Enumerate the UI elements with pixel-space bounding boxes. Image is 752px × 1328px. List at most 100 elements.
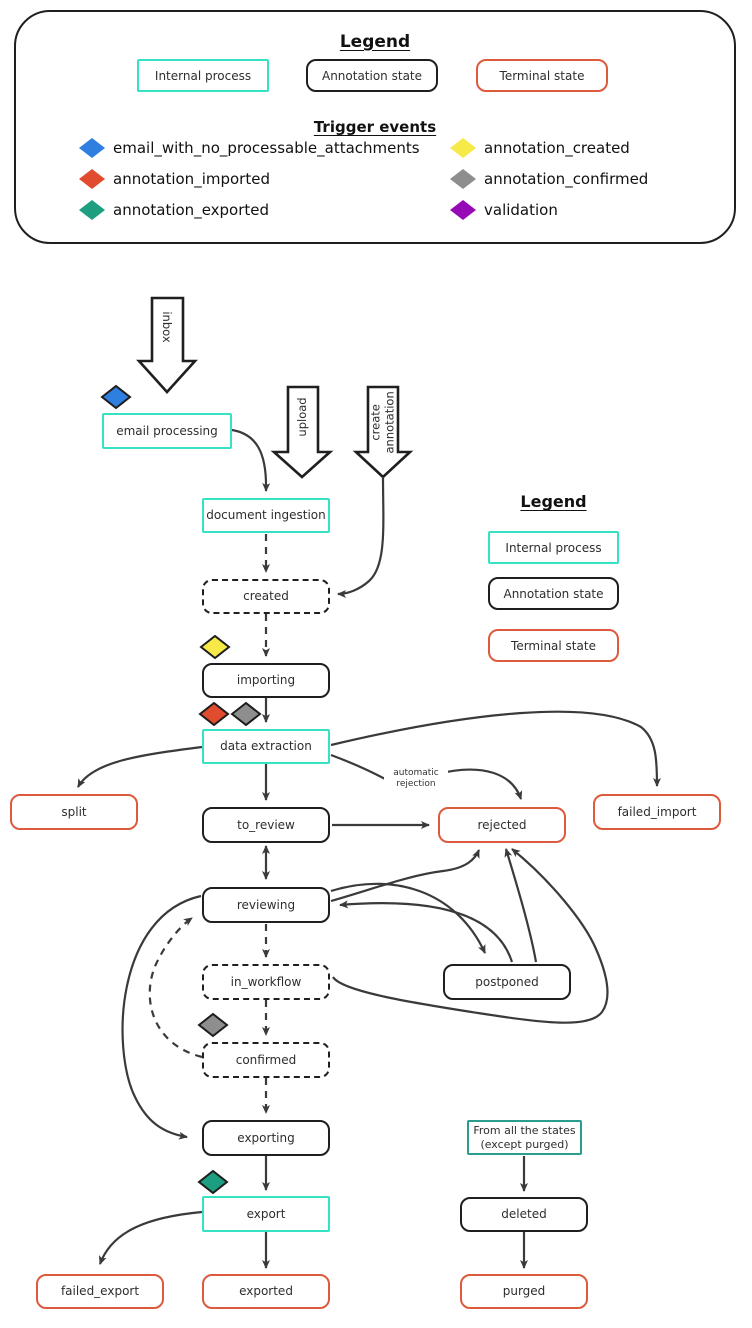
- node-label: created: [243, 589, 289, 603]
- annotation-created-diamond: [199, 634, 231, 660]
- inbox-block-arrow: [136, 296, 198, 394]
- edge-postponed-to-reviewing: [339, 900, 514, 963]
- node-label-line1: From all the states: [473, 1123, 576, 1137]
- legend2-terminal-state: Terminal state: [488, 629, 619, 662]
- node-postponed: postponed: [443, 964, 571, 1000]
- node-label: rejected: [477, 817, 527, 832]
- node-failed-export: failed_export: [36, 1274, 164, 1309]
- create-annotation-block-arrow: [352, 385, 414, 479]
- node-rejected: rejected: [438, 807, 566, 843]
- legend-internal-process: Internal process: [137, 59, 269, 92]
- edge-label-line1: automatic: [393, 768, 439, 778]
- trigger-label: validation: [484, 201, 558, 219]
- trigger-label: annotation_confirmed: [484, 170, 649, 188]
- node-email-processing: email processing: [102, 413, 232, 449]
- upload-block-arrow: [270, 385, 334, 479]
- legend-annotation-state: Annotation state: [306, 59, 438, 92]
- node-label-line2: (except purged): [480, 1137, 569, 1151]
- trigger-row-exported: annotation_exported: [77, 198, 269, 222]
- legend-annotation-state-label: Annotation state: [321, 68, 423, 83]
- trigger-label: email_with_no_processable_attachments: [113, 139, 420, 157]
- node-label: document ingestion: [206, 508, 326, 522]
- annotation-imported-diamond: [198, 701, 230, 727]
- blue-diamond-icon: [79, 138, 105, 158]
- email-trigger-diamond: [100, 384, 132, 410]
- edge-email-processing-to-document-ingestion: [231, 428, 271, 492]
- edge-data-extraction-to-split: [77, 745, 203, 788]
- trigger-label: annotation_exported: [113, 201, 270, 219]
- edge-label-line2: rejection: [396, 778, 436, 789]
- teal-diamond-icon: [79, 200, 105, 220]
- node-data-extraction: data extraction: [202, 729, 330, 764]
- upload-arrow-label: upload: [295, 397, 309, 437]
- node-label: failed_export: [60, 1284, 140, 1298]
- legend2-internal-process: Internal process: [488, 531, 619, 564]
- node-label: purged: [502, 1284, 546, 1298]
- node-label: reviewing: [236, 897, 296, 912]
- edge-confirmed-to-reviewing: [148, 917, 203, 1059]
- legend-terminal-state-label: Terminal state: [499, 68, 585, 83]
- trigger-row-created: annotation_created: [448, 136, 630, 160]
- legend-title: Legend: [339, 32, 411, 52]
- node-label: importing: [236, 673, 296, 687]
- automatic-rejection-label: automatic rejection: [384, 768, 448, 790]
- edge-reviewing-to-rejected: [330, 849, 481, 903]
- node-label: split: [61, 804, 87, 819]
- red-diamond-icon: [79, 169, 105, 189]
- trigger-label: annotation_imported: [113, 170, 270, 188]
- trigger-row-confirmed: annotation_confirmed: [448, 167, 648, 191]
- node-label: data extraction: [220, 739, 312, 753]
- edge-in-workflow-to-rejected-loop: [332, 848, 609, 1024]
- node-exporting: exporting: [202, 1120, 330, 1156]
- edge-data-extraction-to-failed-import: [330, 710, 661, 787]
- edge-postponed-to-rejected: [504, 848, 538, 963]
- node-label: export: [246, 1206, 286, 1221]
- annotation-confirmed-diamond-top: [230, 701, 262, 727]
- inbox-arrow-label: inbox: [160, 311, 174, 343]
- edge-reviewing-to-postponed: [330, 882, 486, 954]
- legend2-annotation-label: Annotation state: [503, 586, 604, 601]
- trigger-label: annotation_created: [484, 139, 630, 157]
- node-label: deleted: [501, 1207, 547, 1221]
- edge-reviewing-to-exporting: [121, 894, 202, 1140]
- trigger-row-email: email_with_no_processable_attachments: [77, 136, 420, 160]
- legend2-terminal-label: Terminal state: [511, 638, 596, 653]
- create-annotation-arrow-label: create annotation: [368, 391, 397, 454]
- node-reviewing: reviewing: [202, 887, 330, 923]
- yellow-diamond-icon: [450, 138, 476, 158]
- legend2-title: Legend: [520, 492, 587, 511]
- node-confirmed: confirmed: [202, 1042, 330, 1078]
- trigger-row-validation: validation: [448, 198, 558, 222]
- trigger-row-imported: annotation_imported: [77, 167, 270, 191]
- node-split: split: [10, 794, 138, 830]
- node-label: postponed: [475, 974, 539, 989]
- node-purged: purged: [460, 1274, 588, 1309]
- legend-card: Legend Internal process Annotation state…: [14, 10, 736, 244]
- node-deleted: deleted: [460, 1197, 588, 1232]
- purple-diamond-icon: [450, 200, 476, 220]
- node-to-review: to_review: [202, 807, 330, 843]
- node-document-ingestion: document ingestion: [202, 498, 330, 533]
- trigger-events-title: Trigger events: [313, 118, 437, 136]
- legend2-internal-label: Internal process: [505, 540, 602, 555]
- edge-data-extraction-to-rejected-b: [436, 768, 523, 800]
- node-importing: importing: [202, 663, 330, 698]
- annotation-confirmed-diamond: [197, 1012, 229, 1038]
- node-in-workflow: in_workflow: [202, 964, 330, 1000]
- node-created: created: [202, 579, 330, 614]
- legend-internal-process-label: Internal process: [154, 68, 252, 83]
- legend-terminal-state: Terminal state: [476, 59, 608, 92]
- edge-export-to-failed-export: [98, 1210, 203, 1265]
- node-export: export: [202, 1196, 330, 1232]
- node-label: to_review: [237, 817, 295, 832]
- node-failed-import: failed_import: [593, 794, 721, 830]
- annotation-exported-diamond: [197, 1169, 229, 1195]
- edge-data-extraction-to-rejected-a: [330, 753, 386, 780]
- node-label: exporting: [237, 1130, 295, 1145]
- node-from-all-states: From all the states (except purged): [467, 1120, 582, 1155]
- legend2-annotation-state: Annotation state: [488, 577, 619, 610]
- node-label: email processing: [116, 423, 218, 438]
- node-label: confirmed: [235, 1052, 297, 1067]
